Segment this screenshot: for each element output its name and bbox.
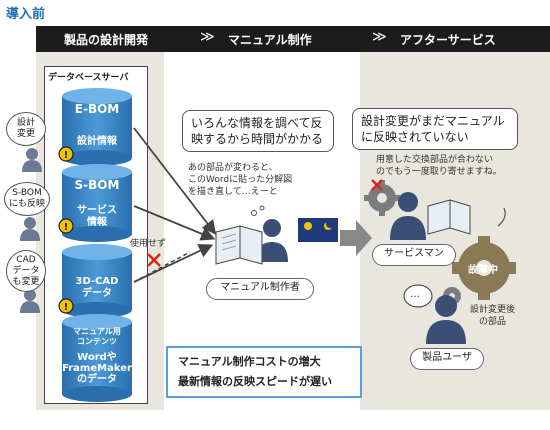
creator-speech-bubble: いろんな情報を調べて反 映するから時間がかかる xyxy=(182,110,334,152)
person-icon xyxy=(20,289,40,313)
header-step-manual: マニュアル制作 xyxy=(228,33,312,47)
user-role-label: 製品ユーザ xyxy=(410,348,484,370)
broken-label: 故障中 xyxy=(468,265,498,276)
warning-icon: ! xyxy=(58,146,74,162)
svg-text:!: ! xyxy=(64,222,69,233)
sbom-sub: サービス 情報 xyxy=(77,205,117,228)
summary-box: マニュアル制作コストの増大 最新情報の反映スピードが遅い xyxy=(166,346,362,398)
x-mark-icon xyxy=(147,253,161,267)
gear-icon xyxy=(364,180,400,216)
database-server-title: データベースサーバ xyxy=(48,73,129,83)
ebom-title: E-BOM xyxy=(74,102,120,116)
svg-text:!: ! xyxy=(64,150,69,161)
person-icon xyxy=(22,148,42,172)
process-header xyxy=(36,26,550,52)
changed-parts-label: 設計変更後 の部品 xyxy=(470,305,516,327)
aftersales-speech-bubble: 設計変更がまだマニュアル に反映されていない xyxy=(352,108,518,150)
creator-thought: あの部品が変わると、 このWordに貼った分解図 を描き直して…えーと xyxy=(188,163,293,197)
header-step-design: 製品の設計開発 xyxy=(64,33,149,47)
flow-arrow xyxy=(340,220,372,256)
summary-line-1: マニュアル制作コストの増大 xyxy=(178,355,321,368)
unused-label: 使用せず xyxy=(130,239,167,249)
header-arrow-2: ≫ xyxy=(372,29,387,45)
warning-icon: ! xyxy=(58,298,74,314)
manual-contents-title: マニュアル用 コンテンツ xyxy=(73,327,121,346)
warning-icon: ! xyxy=(58,218,74,234)
cylinder-ebom xyxy=(62,88,132,166)
cad-sub: 3D-CAD データ xyxy=(75,276,119,299)
x-mark-icon xyxy=(371,179,383,191)
manual-contents-sub: Wordや FrameMaker のデータ xyxy=(62,352,132,385)
service-note: 用意した交換部品が合わない のでもう一度取り寄せますね。 xyxy=(376,155,502,177)
sbom-title: S-BOM xyxy=(74,178,120,192)
svg-text:!: ! xyxy=(64,302,69,313)
book-icon xyxy=(427,199,471,235)
manual-creator-figure xyxy=(256,219,288,262)
page-title: 導入前 xyxy=(6,7,46,22)
cylinder-manual-contents xyxy=(62,314,132,402)
day-night-icon xyxy=(298,218,338,242)
ebom-sub: 設計情報 xyxy=(77,136,117,147)
broken-gear-icon xyxy=(452,236,516,300)
person-icon xyxy=(20,217,40,241)
service-role-label: サービスマン xyxy=(372,244,456,266)
callout-cad: CAD データ も変更 xyxy=(6,250,46,292)
service-person-figure xyxy=(390,192,426,240)
cylinder-cad xyxy=(62,244,132,318)
header-arrow-1: ≫ xyxy=(200,29,215,45)
callout-sbom: S-BOM にも反映 xyxy=(4,182,50,216)
user-thinking: … xyxy=(410,289,420,300)
header-step-after: アフターサービス xyxy=(400,33,496,47)
book-icon xyxy=(215,225,263,265)
cylinder-sbom xyxy=(62,164,132,242)
creator-role-label: マニュアル制作者 xyxy=(206,278,314,300)
callout-design-change: 設計 変更 xyxy=(6,112,46,146)
product-user-figure xyxy=(426,295,466,344)
summary-line-2: 最新情報の反映スピードが遅い xyxy=(178,375,332,388)
